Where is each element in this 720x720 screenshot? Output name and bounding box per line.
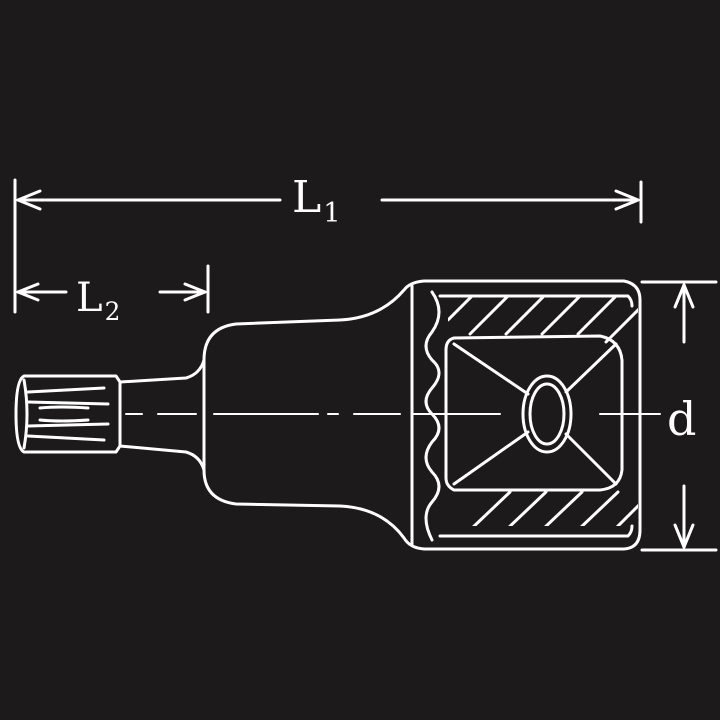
socket-chamfer-edge — [424, 290, 441, 542]
torx-flute-4 — [26, 434, 106, 442]
l2-arrow-left — [16, 282, 40, 302]
torx-flute-3 — [26, 422, 110, 428]
l2-symbol: L — [76, 275, 103, 321]
torx-flute-1 — [26, 386, 106, 394]
shank-outline — [118, 358, 206, 472]
d-arrow-bottom — [673, 523, 695, 549]
d-label: d — [667, 396, 696, 442]
socket-inner-wall-bottom — [438, 524, 634, 538]
l1-dimension — [13, 178, 643, 314]
l1-arrow-left — [16, 189, 42, 211]
detent-hole — [521, 374, 573, 454]
l2-label: L2 — [76, 275, 120, 324]
square-drive-diagonal-4 — [564, 432, 618, 486]
square-drive-diagonal-2 — [564, 342, 618, 394]
torx-tip-chamfer — [22, 378, 29, 450]
square-drive-outline — [444, 334, 624, 492]
l2-dimension — [16, 264, 210, 314]
detent-hole-inner — [528, 382, 566, 446]
square-drive-recess — [444, 334, 624, 492]
l1-arrow-right — [614, 189, 640, 211]
bit-shank — [118, 358, 206, 472]
l1-subscript: 1 — [323, 197, 341, 229]
square-drive-diagonal-3 — [452, 430, 530, 486]
socket-inner-wall-top — [438, 294, 634, 308]
torx-bit-outline — [14, 374, 122, 454]
square-drive-diagonal-1 — [452, 342, 530, 396]
d-arrow-top — [673, 283, 695, 309]
d-symbol: d — [667, 392, 697, 446]
torx-flute-2 — [26, 400, 110, 406]
section-hatching — [448, 296, 638, 526]
l2-arrow-right — [183, 282, 207, 302]
l1-symbol: L — [292, 172, 322, 223]
l1-label: L1 — [292, 176, 341, 227]
torx-lobe-center — [38, 405, 90, 423]
l2-subscript: 2 — [104, 296, 121, 326]
d-dimension — [640, 280, 718, 552]
torx-bit — [14, 374, 122, 454]
